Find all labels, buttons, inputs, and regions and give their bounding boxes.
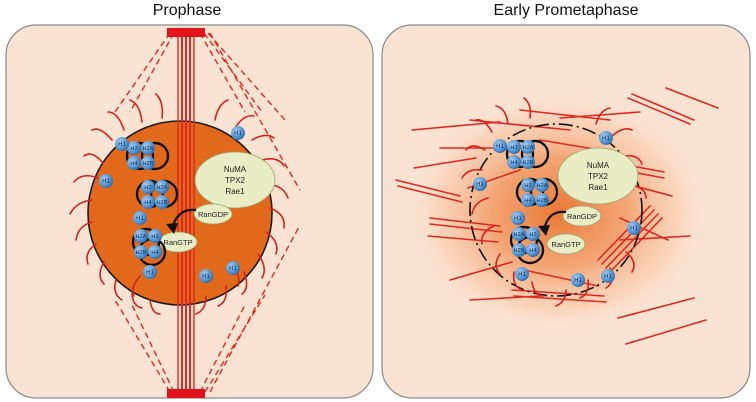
- panel-title-prometaphase: Early Prometaphase: [494, 2, 639, 19]
- h1-histones: H1 H1 H1 H1 H1 H1 H1 H1: [473, 131, 641, 287]
- nuclear-envelope-breakdown: [469, 123, 643, 297]
- svg-text:H1: H1: [518, 272, 526, 278]
- ran-gdp-label: RanGDP: [198, 210, 228, 219]
- svg-text:H2B: H2B: [136, 250, 147, 256]
- svg-text:H3: H3: [130, 146, 137, 152]
- protein-tpx2: TPX2: [225, 176, 246, 185]
- ran-gdp-ellipse: [562, 205, 602, 227]
- ran-gdp-label: RanGDP: [567, 212, 597, 221]
- svg-text:H1: H1: [202, 274, 210, 280]
- nucleosome-cluster-2: H3 H2A H4 H2B: [515, 177, 559, 207]
- svg-text:H4: H4: [529, 248, 536, 254]
- svg-text:H2A: H2A: [523, 145, 534, 151]
- ran-gdp-ellipse: [193, 203, 233, 225]
- spindle-factors-ellipse: [557, 147, 639, 205]
- svg-text:H1: H1: [146, 270, 154, 276]
- svg-text:H1: H1: [630, 226, 638, 232]
- svg-text:H2A: H2A: [514, 232, 525, 238]
- ran-gtp-label: RanGTP: [551, 240, 580, 249]
- svg-text:H1: H1: [102, 179, 110, 185]
- protein-rae1: Rae1: [225, 187, 245, 196]
- protein-tpx2: TPX2: [588, 172, 609, 181]
- nucleosome-cluster-1: H3 H2A H4 H2B: [505, 139, 550, 169]
- svg-text:H1: H1: [136, 216, 144, 222]
- svg-text:H1: H1: [604, 274, 612, 280]
- spindle-factors-ellipse: [194, 151, 276, 209]
- svg-text:H2A: H2A: [143, 146, 154, 152]
- svg-text:H1: H1: [118, 142, 126, 148]
- svg-text:H1: H1: [476, 182, 484, 188]
- panel-prophase: Prophase: [5, 2, 374, 399]
- svg-text:H4: H4: [510, 160, 517, 166]
- svg-text:H3: H3: [524, 183, 531, 189]
- svg-text:H1: H1: [574, 278, 582, 284]
- svg-text:H2B: H2B: [537, 198, 548, 204]
- protein-numa: NuMA: [587, 161, 610, 170]
- svg-text:H3: H3: [529, 232, 536, 238]
- h1-histones: H1 H1 H1 H1 H1 H1 H1: [99, 126, 245, 283]
- chromatin-fibers: [69, 93, 289, 315]
- svg-text:H2B: H2B: [157, 200, 168, 206]
- svg-text:H1: H1: [234, 131, 242, 137]
- svg-text:H2B: H2B: [523, 160, 534, 166]
- svg-text:H3: H3: [151, 234, 158, 240]
- nucleosome-cluster-2: H3 H2A H4 H2B: [135, 179, 179, 209]
- svg-text:H2B: H2B: [143, 161, 154, 167]
- svg-text:H4: H4: [524, 198, 531, 204]
- centrosome-top: [167, 28, 205, 37]
- centrosome-bottom: [167, 389, 205, 398]
- svg-text:H3: H3: [144, 185, 151, 191]
- protein-rae1: Rae1: [588, 183, 608, 192]
- svg-text:H4: H4: [151, 250, 158, 256]
- panel-early-prometaphase: Early Prometaphase: [381, 2, 751, 399]
- svg-text:H1: H1: [496, 144, 504, 150]
- svg-text:H1: H1: [602, 136, 610, 142]
- nucleosome-cluster-3: H2A H3 H2B H4: [509, 225, 545, 265]
- svg-text:H4: H4: [130, 161, 137, 167]
- nucleosome-cluster-1: H3 H2A H4 H2B: [125, 141, 170, 171]
- ran-gtp-label: RanGTP: [163, 238, 192, 247]
- svg-text:H2A: H2A: [136, 234, 147, 240]
- ran-gtp-ellipse: [546, 233, 586, 255]
- arrow-head-icon: [166, 223, 178, 234]
- svg-text:H2A: H2A: [157, 185, 168, 191]
- svg-text:H2A: H2A: [537, 183, 548, 189]
- svg-text:H3: H3: [510, 145, 517, 151]
- spindle-microtubules-dashed: [114, 32, 301, 393]
- protein-numa: NuMA: [224, 165, 247, 174]
- arrow-head-icon: [538, 225, 550, 236]
- svg-text:H1: H1: [229, 266, 237, 272]
- svg-text:H2B: H2B: [514, 248, 525, 254]
- svg-text:H1: H1: [514, 216, 522, 222]
- svg-text:H4: H4: [144, 200, 151, 206]
- nucleosome-cluster-3: H2A H3 H2B H4: [131, 227, 167, 267]
- panel-title-prophase: Prophase: [153, 2, 222, 19]
